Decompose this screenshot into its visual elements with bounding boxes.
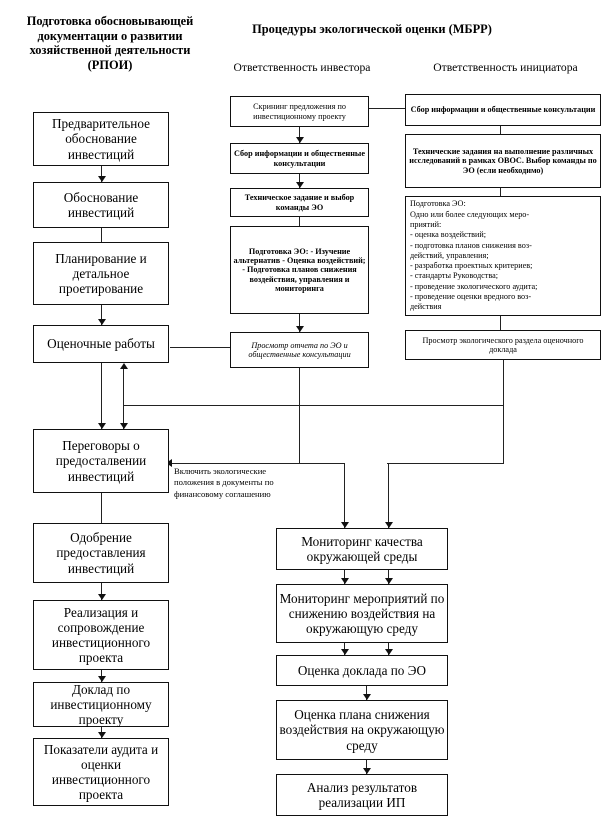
connector-b3-b4 <box>366 686 367 700</box>
box-ea-preparation-right[interactable]: Подготовка ЭО: Одно или более следующих … <box>405 196 601 316</box>
box-tor-team-selection[interactable]: Техническое задание и выбор команды ЭО <box>230 188 369 217</box>
arrowhead-l5-l4-return <box>120 363 128 369</box>
connector-c5-down <box>299 368 300 463</box>
arrowhead-l5-down <box>120 423 128 429</box>
connector-r2-r3 <box>500 188 501 196</box>
box-mitigation-measures-monitoring[interactable]: Мониторинг мероприятий по снижению возде… <box>276 584 448 643</box>
box-mitigation-plan-evaluation[interactable]: Оценка плана снижения воздействия на окр… <box>276 700 448 760</box>
arrowhead-b3-b4 <box>363 694 371 700</box>
arrowhead-b1-b2-b <box>385 578 393 584</box>
box-label: Планирование и детальное проетирование <box>55 250 147 297</box>
connector-c1-c2 <box>299 127 300 143</box>
connector-l5-l6 <box>101 493 102 523</box>
box-implementation-support[interactable]: Реализация и сопровождение инвестиционно… <box>33 600 169 670</box>
arrowhead-c4-c5 <box>296 326 304 332</box>
connector-r4-down <box>503 360 504 463</box>
connector-l4-l5 <box>101 363 102 429</box>
arrowhead-b2-b3-b <box>385 649 393 655</box>
arrowhead-l1-l2 <box>98 176 106 182</box>
connector-c5-elbow <box>299 463 345 464</box>
arrowhead-l3-l4 <box>98 319 106 325</box>
connector-l2-l3 <box>101 228 102 242</box>
connector-l5-l4-return <box>123 366 124 429</box>
connector-r1-r2 <box>500 126 501 134</box>
subheader-investor-responsibility: Ответственность инвестора <box>233 61 371 74</box>
connector-note-to-l5 <box>170 463 300 464</box>
box-preliminary-investment-justification[interactable]: Предварительное обоснование инвестиций <box>33 112 169 166</box>
box-label: Анализ результатов реализации ИП <box>306 779 418 810</box>
arrowhead-r4-to-b1 <box>385 522 393 528</box>
box-label: Обоснование инвестиций <box>63 189 139 220</box>
box-implementation-results-analysis[interactable]: Анализ результатов реализации ИП <box>276 774 448 816</box>
box-planning-detailed-design[interactable]: Планирование и детальное проетирование <box>33 242 169 305</box>
box-screening-investment-proposal[interactable]: Скрининг предложения по инвестиционному … <box>230 96 369 127</box>
box-label: Мониторинг мероприятий по снижению возде… <box>279 590 445 637</box>
connector-r4-elbow <box>387 463 504 464</box>
connector-c2-c3 <box>299 174 300 188</box>
connector-l1-l2 <box>101 166 102 182</box>
box-label: Подготовка ЭО: - Изучение альтернатив - … <box>233 246 366 294</box>
box-environmental-quality-monitoring[interactable]: Мониторинг качества окружающей среды <box>276 528 448 570</box>
header-right-column: Процедуры экологической оценки (МБРР) <box>252 22 492 36</box>
box-investment-project-report[interactable]: Доклад по инвестиционному проекту <box>33 682 169 727</box>
subheader-initiator-responsibility: Ответственность инициатора <box>433 61 578 74</box>
connector-b1-b2-b <box>388 570 389 584</box>
box-label: Показатели аудита и оценки инвестиционно… <box>43 741 159 803</box>
arrowhead-b1-b2-a <box>341 578 349 584</box>
arrowhead-b4-b5 <box>363 768 371 774</box>
box-label: Техническое задание и выбор команды ЭО <box>244 193 355 212</box>
connector-r3-r4 <box>500 316 501 330</box>
box-audit-evaluation-indicators[interactable]: Показатели аудита и оценки инвестиционно… <box>33 738 169 806</box>
box-info-gathering-public-consultations-center[interactable]: Сбор информации и общественные консульта… <box>230 143 369 174</box>
box-technical-assignments-eia[interactable]: Технические задания на выполнение различ… <box>405 134 601 188</box>
arrowhead-l7-l8 <box>98 676 106 682</box>
connector-l4-c5 <box>170 347 230 348</box>
box-investment-approval[interactable]: Одобрение предоставления инвестиций <box>33 523 169 583</box>
box-ea-preparation-center[interactable]: Подготовка ЭО: - Изучение альтернатив - … <box>230 226 369 314</box>
box-label: Одобрение предоставления инвестиций <box>56 530 146 576</box>
box-label: Подготовка ЭО: Одно или более следующих … <box>410 199 538 312</box>
box-label: Просмотр отчета по ЭО и общественные кон… <box>248 340 351 359</box>
connector-r4-to-b1 <box>388 463 389 528</box>
box-label: Доклад по инвестиционному проекту <box>50 681 152 728</box>
box-appraisal-works[interactable]: Оценочные работы <box>33 325 169 363</box>
arrowhead-l8-l9 <box>98 732 106 738</box>
box-ea-report-review-public-consultations[interactable]: Просмотр отчета по ЭО и общественные кон… <box>230 332 369 368</box>
connector-b1-b2-a <box>344 570 345 584</box>
box-label: Скрининг предложения по инвестиционному … <box>253 102 346 121</box>
arrowhead-l4-l5 <box>98 423 106 429</box>
box-investment-justification[interactable]: Обоснование инвестиций <box>33 182 169 228</box>
connector-c4-c5 <box>299 314 300 332</box>
box-investment-negotiations[interactable]: Переговоры о предосталвении инвестиций <box>33 429 169 493</box>
connector-l3-l4 <box>101 305 102 325</box>
note-environmental-provisions: Включить экологические положения в докум… <box>174 466 292 501</box>
connector-c5-to-b1 <box>344 463 345 528</box>
arrowhead-c2-c3 <box>296 182 304 188</box>
connector-horizontal-bus <box>123 405 503 406</box>
header-left-column: Подготовка обосновывающей документации о… <box>26 14 194 72</box>
box-info-gathering-public-consultations-right[interactable]: Сбор информации и общественные консульта… <box>405 94 601 126</box>
arrowhead-c5-to-b1 <box>341 522 349 528</box>
box-label: Реализация и сопровождение инвестиционно… <box>51 604 151 666</box>
box-label: Предварительное обоснование инвестиций <box>52 116 150 162</box>
arrowhead-b2-b3-a <box>341 649 349 655</box>
box-label: Мониторинг качества окружающей среды <box>301 533 423 564</box>
box-label: Сбор информации и общественные консульта… <box>234 149 365 168</box>
box-label: Просмотр экологического раздела оценочно… <box>422 335 584 354</box>
arrowhead-c1-c2 <box>296 137 304 143</box>
arrowhead-l6-l7 <box>98 594 106 600</box>
box-environmental-section-review[interactable]: Просмотр экологического раздела оценочно… <box>405 330 601 360</box>
box-label: Переговоры о предосталвении инвестиций <box>55 438 147 484</box>
connector-b4-b5 <box>366 760 367 774</box>
box-label: Оценка плана снижения воздействия на окр… <box>279 707 445 753</box>
box-label: Оценочные работы <box>47 336 155 352</box>
box-label: Сбор информации и общественные консульта… <box>410 105 596 115</box>
arrowhead-note-to-l5 <box>166 459 172 467</box>
connector-c1-r1 <box>369 108 406 109</box>
connector-l6-l7 <box>101 583 102 600</box>
box-label: Оценка доклада по ЭО <box>297 662 427 678</box>
box-ea-report-evaluation[interactable]: Оценка доклада по ЭО <box>276 655 448 686</box>
box-label: Технические задания на выполнение различ… <box>409 146 597 175</box>
connector-c3-c4 <box>299 208 300 226</box>
